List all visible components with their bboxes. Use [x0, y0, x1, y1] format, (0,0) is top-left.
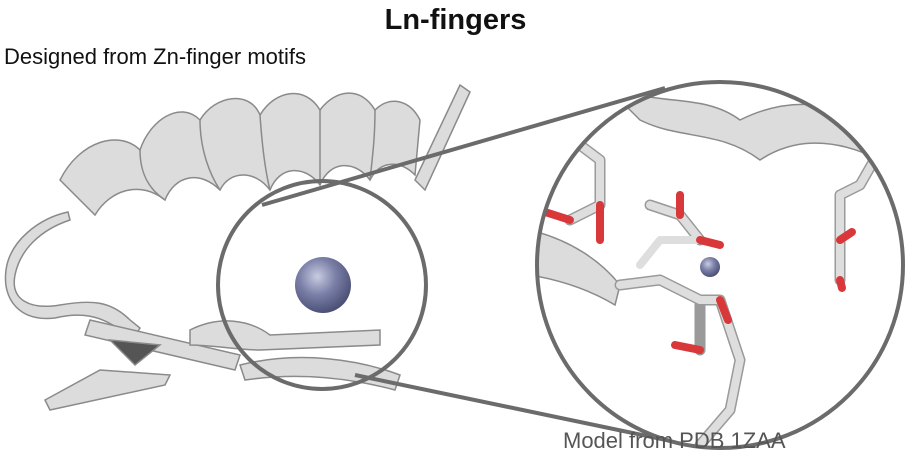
protein-ribbon — [4, 83, 471, 411]
zoom-line-top — [261, 86, 666, 207]
zoom-circle — [535, 80, 905, 450]
figure-subtitle: Designed from Zn-finger motifs — [4, 44, 306, 69]
zoom-line-bottom — [354, 373, 691, 447]
helix-turns — [139, 109, 376, 201]
figure-title: Ln-fingers — [384, 4, 527, 36]
zoomed-binding-site — [537, 82, 903, 448]
binding-site-circle — [216, 179, 428, 391]
metal-ion-sphere — [295, 257, 351, 313]
metal-ion-zoomed — [700, 257, 720, 277]
model-caption: Model from PDB 1ZAA — [563, 428, 786, 453]
